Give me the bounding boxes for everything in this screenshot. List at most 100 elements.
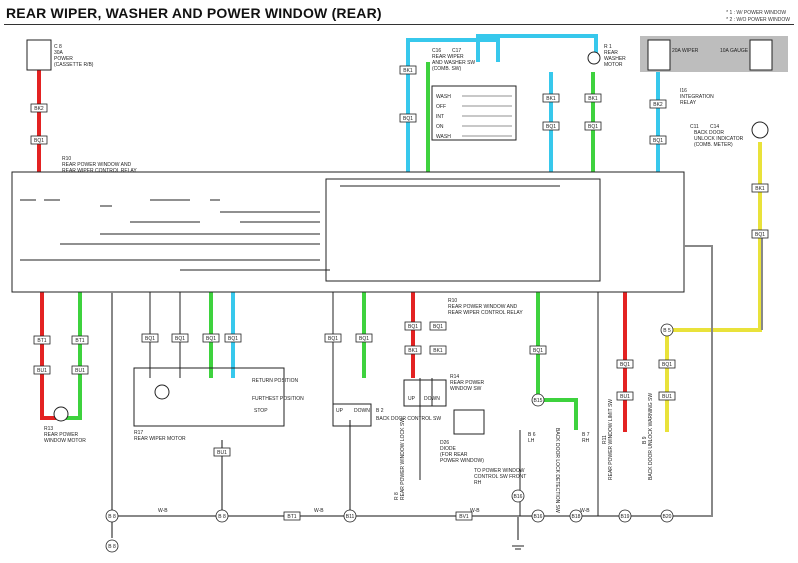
c16-desc-2: AND WASHER SW	[432, 60, 475, 66]
svg-text:BK1: BK1	[755, 186, 765, 192]
to-pw-2: CONTROL SW FRONT	[474, 474, 526, 480]
b7-side: RH	[582, 438, 590, 444]
i16-label: I16	[680, 88, 687, 94]
svg-text:BQ1: BQ1	[175, 336, 185, 342]
connector-badge: BU1	[616, 391, 634, 401]
svg-text:B19: B19	[621, 514, 630, 520]
d26-label: D26	[440, 440, 449, 446]
r11-label: R11	[602, 435, 608, 444]
back-door-lock: BACK DOOR LOCK DETECTION SW	[554, 428, 560, 513]
i16-desc-1: INTEGRATION	[680, 94, 714, 100]
junction-node: B19	[618, 509, 632, 523]
motor-r17-icon	[154, 384, 170, 400]
switch-position-label: INT	[436, 114, 444, 120]
connector-badge: BQ1	[30, 135, 48, 145]
junction-node: B 5	[660, 323, 674, 337]
connector-badge: BT1	[71, 335, 89, 345]
r10-desc-2: REAR WIPER CONTROL RELAY	[62, 168, 137, 174]
svg-text:BQ1: BQ1	[328, 336, 338, 342]
d26-box	[453, 409, 485, 435]
motor-r1-icon	[587, 51, 601, 65]
connector-badge: BV1	[455, 511, 473, 521]
c8-loc: (CASSETTE R/B)	[54, 62, 94, 68]
c16-desc-3: (COMB. SW)	[432, 66, 461, 72]
svg-text:BU1: BU1	[37, 368, 47, 374]
connector-badge: BU1	[71, 365, 89, 375]
svg-text:BQ1: BQ1	[403, 116, 413, 122]
note-1: * 1 : W/ POWER WINDOW	[726, 10, 787, 16]
wire-green-motor-left	[66, 292, 82, 420]
c11-desc-3: (COMB. METER)	[694, 142, 733, 148]
svg-text:B20: B20	[663, 514, 672, 520]
junction-node: B 8	[215, 509, 229, 523]
connector-badge: BK1	[751, 183, 769, 193]
c11-desc-1: BACK DOOR	[694, 130, 724, 136]
svg-text:BU1: BU1	[217, 450, 227, 456]
to-pw-1: TO POWER WINDOW	[474, 468, 525, 474]
r10-label-2: R10	[448, 298, 457, 304]
switch-position-label: WASH	[436, 94, 451, 100]
b2-down: DOWN	[354, 408, 370, 414]
i16-desc-2: RELAY	[680, 100, 697, 106]
junction-node: B 8	[105, 539, 119, 553]
svg-text:BQ1: BQ1	[206, 336, 216, 342]
connector-badge: BQ1	[529, 345, 547, 355]
motor-r13-icon	[53, 406, 69, 422]
r1-desc-1: REAR	[604, 50, 618, 56]
junction-node: B11	[343, 509, 357, 523]
ground-line-1	[111, 245, 713, 517]
connector-badge: BK1	[399, 65, 417, 75]
svg-text:BK1: BK1	[588, 96, 598, 102]
svg-text:B16: B16	[534, 514, 543, 520]
r13-label: R13	[44, 426, 53, 432]
ground-wire-labels: W-B W-B W-B W-B	[158, 508, 590, 514]
component-labels: C 8 30A POWER (CASSETTE R/B) R10 REAR PO…	[44, 44, 749, 513]
connector-badge: BQ1	[649, 135, 667, 145]
r8-desc: REAR POWER WINDOW LOCK SW	[400, 418, 406, 500]
connector-badge: BU1	[658, 391, 676, 401]
connector-badge: BK1	[429, 345, 447, 355]
svg-text:BQ1: BQ1	[546, 124, 556, 130]
connector-badge: BU1	[213, 447, 231, 457]
svg-text:B18: B18	[572, 514, 581, 520]
fuse-wiper-label: 20A WIPER	[672, 48, 699, 54]
page-title: REAR WIPER, WASHER AND POWER WINDOW (REA…	[6, 5, 382, 21]
junction-node: B15	[531, 393, 545, 407]
connector-badge: BK1	[584, 93, 602, 103]
wb-label-2: W-B	[314, 508, 324, 514]
b2-up: UP	[336, 408, 344, 414]
svg-text:BT1: BT1	[37, 338, 46, 344]
connector-badge: BQ1	[399, 113, 417, 123]
r14-desc-1: REAR POWER	[450, 380, 485, 386]
wire-yellow-1	[665, 142, 762, 432]
b2-label: B 2	[376, 408, 384, 414]
b2-box	[332, 403, 372, 427]
fuse-gauge-label: 10A GAUGE	[720, 48, 749, 54]
wb-label-3: W-B	[470, 508, 480, 514]
wb-label-1: W-B	[158, 508, 168, 514]
r14-label: R14	[450, 374, 459, 380]
to-pw-3: RH	[474, 480, 482, 486]
b9-desc: BACK DOOR UNLOCK WARNING SW	[648, 393, 654, 480]
svg-text:BQ1: BQ1	[620, 362, 630, 368]
r1-desc-3: MOTOR	[604, 62, 623, 68]
svg-text:B16: B16	[514, 494, 523, 500]
d26-desc-3: POWER WINDOW)	[440, 458, 484, 464]
c17-label: C17	[452, 48, 461, 54]
notes: * 1 : W/ POWER WINDOW * 2 : W/O POWER WI…	[726, 10, 790, 24]
c8-name: POWER	[54, 56, 73, 62]
connector-badge: BQ1	[404, 321, 422, 331]
junction-node: B16	[531, 509, 545, 523]
r14-up: UP	[408, 396, 416, 402]
c8-label: C 8	[54, 44, 62, 50]
r10-desc-2b: REAR WIPER CONTROL RELAY	[448, 310, 523, 316]
svg-text:BK2: BK2	[34, 106, 44, 112]
indicator-c11-icon	[751, 121, 769, 139]
stop-label: STOP	[254, 408, 268, 414]
junction-node: B20	[660, 509, 674, 523]
switch-box	[431, 85, 517, 141]
svg-text:BQ1: BQ1	[34, 138, 44, 144]
svg-text:BK1: BK1	[433, 348, 443, 354]
